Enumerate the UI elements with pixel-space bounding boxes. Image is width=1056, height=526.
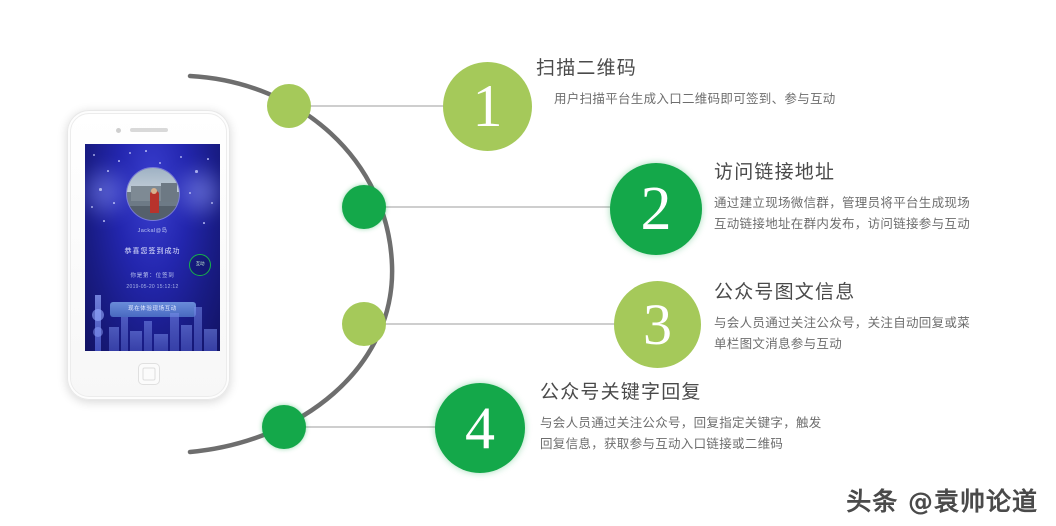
step-text-2: 访问链接地址 通过建立现场微信群，管理员将平台生成现场 互动链接地址在群内发布，… xyxy=(714,157,970,235)
phone-rank-text: 你是第：位签到 xyxy=(130,273,175,279)
phone-user-name: Jackal@岛 xyxy=(137,228,168,234)
screen-glow-right xyxy=(174,156,220,228)
step-desc-1: 用户扫描平台生成入口二维码即可签到、参与互动 xyxy=(554,92,836,106)
step-circle-2[interactable]: 2 xyxy=(610,163,702,255)
step-number-4: 4 xyxy=(465,395,495,461)
step-desc-2: 通过建立现场微信群，管理员将平台生成现场 互动链接地址在群内发布，访问链接参与互… xyxy=(714,196,971,231)
phone-home-button[interactable] xyxy=(137,363,160,385)
phone-skyline-graphic xyxy=(85,289,220,351)
step-number-2: 2 xyxy=(640,175,672,243)
arc-dot-2[interactable] xyxy=(342,185,386,229)
interaction-badge[interactable]: 互动 xyxy=(189,254,211,276)
step-number-1: 1 xyxy=(472,73,503,139)
phone-body: 互动 Jackal@岛 恭喜您签到成功 你是第：位签到 2019-05-20 1… xyxy=(70,113,227,397)
arc-dot-1[interactable] xyxy=(267,84,311,128)
step-circle-4[interactable]: 4 xyxy=(435,383,525,473)
phone-camera-icon xyxy=(116,128,121,133)
step-desc-3: 与会人员通过关注公众号，关注自动回复或菜 单栏图文消息参与互动 xyxy=(714,316,971,351)
arc-dot-3[interactable] xyxy=(342,302,386,346)
arc-dot-4[interactable] xyxy=(262,405,306,449)
step-number-3: 3 xyxy=(643,292,672,357)
screen-starfield xyxy=(85,144,220,351)
step-title-4: 公众号关键字回复 xyxy=(540,382,702,403)
phone-mockup: 互动 Jackal@岛 恭喜您签到成功 你是第：位签到 2019-05-20 1… xyxy=(67,110,230,400)
step-text-4: 公众号关键字回复 与会人员通过关注公众号，回复指定关键字，触发 回复信息，获取参… xyxy=(540,377,822,455)
step-title-2: 访问链接地址 xyxy=(714,162,836,183)
phone-timestamp: 2019-05-20 15:12:12 xyxy=(126,284,179,290)
phone-success-title: 恭喜您签到成功 xyxy=(124,248,181,255)
step-text-3: 公众号图文信息 与会人员通过关注公众号，关注自动回复或菜 单栏图文消息参与互动 xyxy=(714,277,970,355)
step-circle-1[interactable]: 1 xyxy=(443,62,532,151)
step-title-1: 扫描二维码 xyxy=(536,58,638,79)
screen-glow-left xyxy=(85,156,131,228)
watermark: 头条 @袁帅论道 xyxy=(846,487,1038,516)
step-title-3: 公众号图文信息 xyxy=(714,282,856,303)
avatar xyxy=(126,168,179,220)
step-circle-3[interactable]: 3 xyxy=(614,281,701,368)
step-desc-4: 与会人员通过关注公众号，回复指定关键字，触发 回复信息，获取参与互动入口链接或二… xyxy=(540,416,822,451)
step-text-1: 扫描二维码 用户扫描平台生成入口二维码即可签到、参与互动 xyxy=(536,53,836,110)
phone-speaker xyxy=(129,128,168,132)
phone-screen: 互动 Jackal@岛 恭喜您签到成功 你是第：位签到 2019-05-20 1… xyxy=(85,144,220,351)
